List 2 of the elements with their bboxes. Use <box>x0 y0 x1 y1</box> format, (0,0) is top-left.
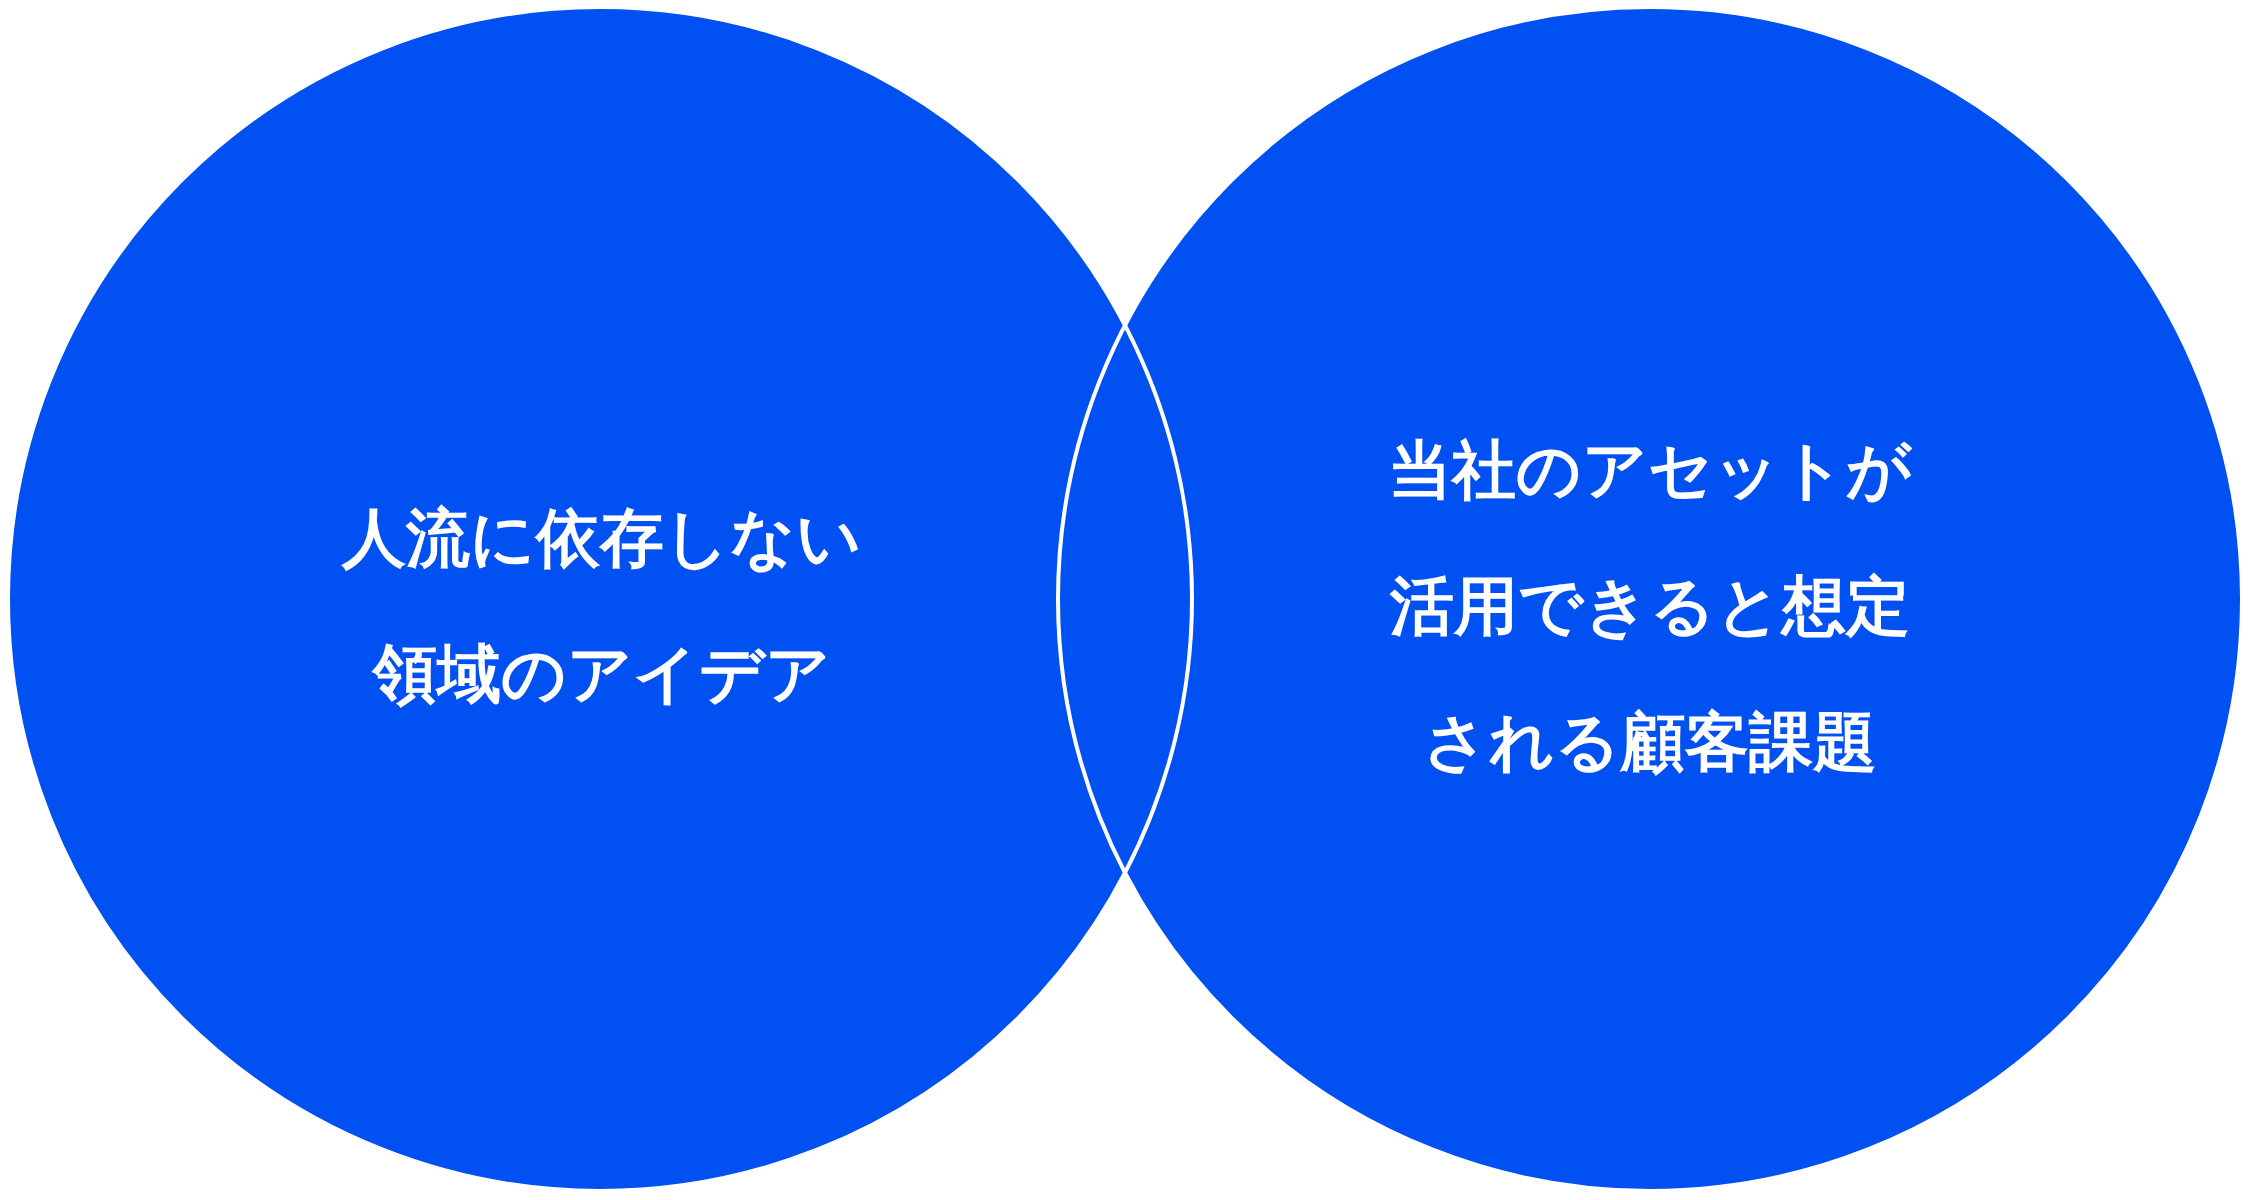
circle-label: 当社のアセットが活用できると想定される顧客課題 <box>1387 432 1913 781</box>
circle-label: 人流に依存しない領域のアイデア <box>340 500 863 713</box>
